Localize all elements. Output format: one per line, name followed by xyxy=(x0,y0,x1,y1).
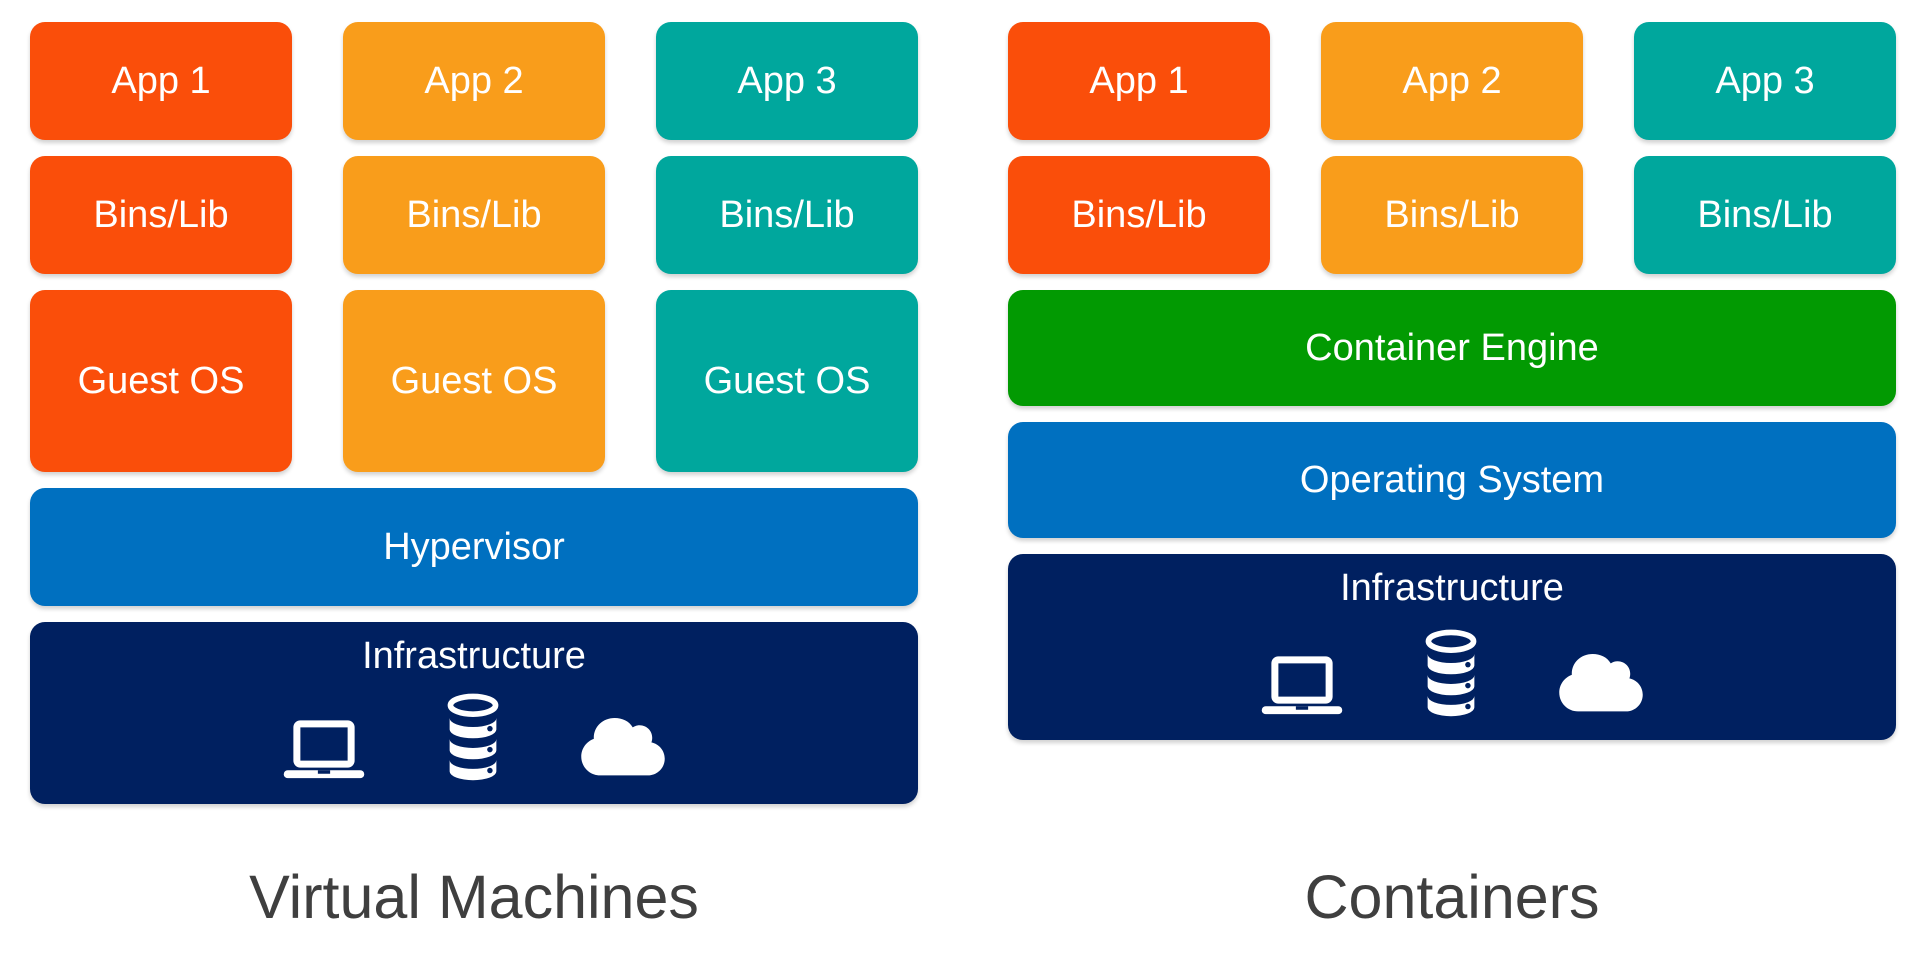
guest-os-box: Guest OS xyxy=(343,290,605,472)
operating-system-bar-label: Operating System xyxy=(1299,459,1605,501)
app-box-label: App 3 xyxy=(737,60,837,102)
bins-lib-box-label: Bins/Lib xyxy=(93,194,229,236)
app-box-label: App 1 xyxy=(1089,60,1189,102)
container-engine-bar-label: Container Engine xyxy=(1305,327,1599,369)
bins-lib-box-label: Bins/Lib xyxy=(1384,194,1520,236)
app-box-label: App 1 xyxy=(111,60,211,102)
guest-os-box-label: Guest OS xyxy=(390,360,558,402)
guest-os-box-label: Guest OS xyxy=(703,360,871,402)
vm-column-2: App 2 Bins/Lib Guest OS xyxy=(343,22,605,472)
guest-os-box: Guest OS xyxy=(656,290,918,472)
database-icon xyxy=(447,693,499,781)
cloud-icon xyxy=(1559,654,1643,712)
containers-column-2: App 2 Bins/Lib xyxy=(1321,22,1583,274)
vm-columns: App 1 Bins/Lib Guest OS App 2 Bins/Lib G… xyxy=(30,22,918,472)
bins-lib-box-label: Bins/Lib xyxy=(1071,194,1207,236)
operating-system-bar: Operating System xyxy=(1008,422,1896,538)
laptop-icon xyxy=(1261,656,1343,715)
app-box: App 1 xyxy=(30,22,292,140)
laptop-icon xyxy=(283,720,365,779)
containers-columns: App 1 Bins/Lib App 2 Bins/Lib App 3 xyxy=(1008,22,1896,274)
app-box: App 2 xyxy=(343,22,605,140)
container-engine-bar: Container Engine xyxy=(1008,290,1896,406)
bins-lib-box: Bins/Lib xyxy=(1634,156,1896,274)
infrastructure-icons xyxy=(1260,629,1644,718)
infrastructure-label: Infrastructure xyxy=(1340,567,1564,609)
app-box: App 3 xyxy=(1634,22,1896,140)
cloud-icon xyxy=(581,718,665,776)
app-box: App 3 xyxy=(656,22,918,140)
containers-diagram-title: Containers xyxy=(1304,863,1600,931)
app-box-label: App 2 xyxy=(1402,60,1502,102)
database-icon xyxy=(1425,629,1477,717)
hypervisor-bar-label: Hypervisor xyxy=(383,526,565,568)
bins-lib-box: Bins/Lib xyxy=(1321,156,1583,274)
app-box: App 1 xyxy=(1008,22,1270,140)
vm-diagram: App 1 Bins/Lib Guest OS App 2 Bins/Lib G… xyxy=(30,22,918,804)
bins-lib-box: Bins/Lib xyxy=(656,156,918,274)
app-box-label: App 3 xyxy=(1715,60,1815,102)
app-box: App 2 xyxy=(1321,22,1583,140)
hypervisor-bar: Hypervisor xyxy=(30,488,918,606)
app-box-label: App 2 xyxy=(424,60,524,102)
vm-infrastructure-bar: Infrastructure xyxy=(30,622,918,804)
bins-lib-box: Bins/Lib xyxy=(343,156,605,274)
bins-lib-box: Bins/Lib xyxy=(30,156,292,274)
bins-lib-box-label: Bins/Lib xyxy=(406,194,542,236)
guest-os-box: Guest OS xyxy=(30,290,292,472)
bins-lib-box-label: Bins/Lib xyxy=(1697,194,1833,236)
bins-lib-box-label: Bins/Lib xyxy=(719,194,855,236)
guest-os-box-label: Guest OS xyxy=(77,360,245,402)
infrastructure-label: Infrastructure xyxy=(362,635,586,677)
containers-column-3: App 3 Bins/Lib xyxy=(1634,22,1896,274)
bins-lib-box: Bins/Lib xyxy=(1008,156,1270,274)
vm-column-1: App 1 Bins/Lib Guest OS xyxy=(30,22,292,472)
infrastructure-icons xyxy=(282,693,666,782)
vm-diagram-title: Virtual Machines xyxy=(249,863,699,931)
containers-column-1: App 1 Bins/Lib xyxy=(1008,22,1270,274)
vm-column-3: App 3 Bins/Lib Guest OS xyxy=(656,22,918,472)
containers-infrastructure-bar: Infrastructure xyxy=(1008,554,1896,740)
containers-diagram: App 1 Bins/Lib App 2 Bins/Lib App 3 xyxy=(1008,22,1896,740)
